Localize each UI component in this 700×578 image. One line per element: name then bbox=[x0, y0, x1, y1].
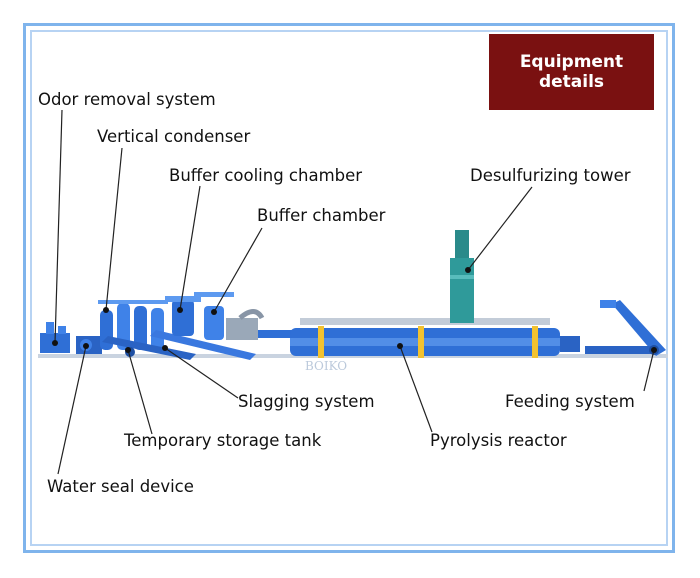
buffer-chamber-unit bbox=[194, 292, 265, 340]
label-pyrolysis: Pyrolysis reactor bbox=[430, 431, 567, 450]
pyrolysis-reactor-unit bbox=[290, 318, 580, 358]
outer-frame bbox=[23, 23, 675, 553]
badge-line-2: details bbox=[538, 72, 605, 92]
leader-condenser bbox=[105, 147, 123, 311]
label-buffer-chamber: Buffer chamber bbox=[257, 206, 386, 225]
leader-dots bbox=[52, 267, 657, 353]
leader-desulfurizing bbox=[467, 186, 533, 271]
watermark: BOIKO bbox=[305, 359, 347, 373]
leader-feeding bbox=[643, 349, 655, 392]
label-vertical-condenser: Vertical condenser bbox=[97, 127, 251, 146]
buffer-cooling-unit bbox=[165, 296, 201, 336]
leader-odor bbox=[54, 109, 63, 344]
label-slagging: Slagging system bbox=[238, 392, 375, 411]
label-buffer-cooling: Buffer cooling chamber bbox=[169, 166, 363, 185]
leader-storage bbox=[127, 349, 153, 435]
leader-buffer-chamber bbox=[213, 227, 263, 313]
leader-buffer-cooling bbox=[179, 185, 201, 311]
leader-slagging bbox=[164, 347, 239, 399]
equipment-details-badge[interactable]: Equipment details bbox=[489, 34, 654, 110]
label-water-seal: Water seal device bbox=[47, 477, 194, 496]
leader-water-seal bbox=[57, 345, 87, 475]
label-temporary-storage: Temporary storage tank bbox=[124, 431, 322, 450]
water-seal-unit bbox=[76, 336, 102, 354]
desulfurizing-tower-unit bbox=[450, 230, 474, 323]
inner-frame bbox=[30, 30, 668, 546]
leader-lines bbox=[54, 109, 655, 475]
label-odor-removal: Odor removal system bbox=[38, 90, 216, 109]
badge-line-1: Equipment bbox=[519, 52, 624, 72]
leader-pyrolysis bbox=[399, 345, 433, 433]
connecting-pipe bbox=[258, 330, 298, 338]
label-desulfurizing: Desulfurizing tower bbox=[470, 166, 631, 185]
label-feeding: Feeding system bbox=[505, 392, 635, 411]
